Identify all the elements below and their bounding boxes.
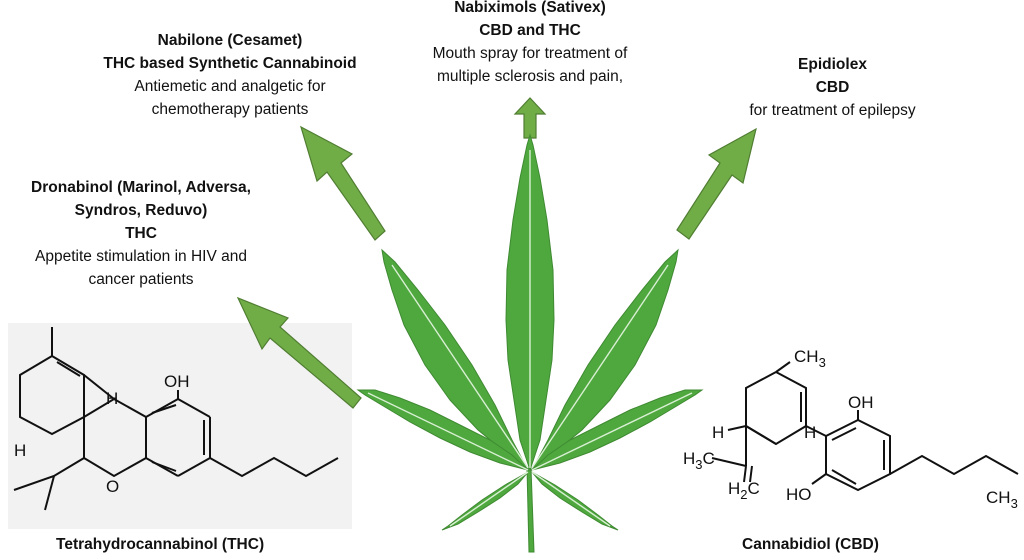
thc-caption: Tetrahydrocannabinol (THC) [56,536,265,553]
cannabis-leaf [356,133,704,553]
arrow-to-dronabinol [236,296,362,409]
nabiximols-use-2: multiple sclerosis and pain, [436,68,624,85]
nabilone-type: THC based Synthetic Cannabinoid [103,55,357,72]
dronabinol-use-1: Appetite stimulation in HIV and [35,248,247,265]
epidiolex-use-1: for treatment of epilepsy [749,102,916,119]
dronabinol-block: Dronabinol (Marinol, Adversa, Syndros, R… [0,176,282,291]
epidiolex-block: Epidiolex CBD for treatment of epilepsy [700,53,965,122]
epidiolex-name: Epidiolex [798,56,867,73]
epidiolex-type: CBD [815,79,850,96]
cbd-h-right: H [804,423,816,442]
dronabinol-name-1: Dronabinol (Marinol, Adversa, [31,179,251,196]
cbd-h3c-label: H3C [683,449,715,472]
leaf-veins [367,150,693,527]
arrow-to-nabilone [300,125,386,241]
thc-h-upper: H [106,389,118,408]
leaf-stem [526,467,535,553]
thc-h-lower: H [14,441,26,460]
thc-o-label: O [106,477,119,496]
cbd-ch3-tail: CH3 [986,488,1018,511]
cbd-h2c-label: H2C [728,479,760,502]
thc-structure [13,327,339,511]
cbd-oh-lower: HO [786,485,812,504]
arrow-to-nabiximols [513,97,547,139]
cbd-caption: Cannabidiol (CBD) [742,536,879,553]
cbd-oh-upper: OH [848,393,874,412]
arrows [236,97,757,409]
nabilone-use-2: chemotherapy patients [151,101,309,118]
nabiximols-type: CBD and THC [479,22,581,39]
cbd-h-left: H [712,423,724,442]
nabilone-use-1: Antiemetic and analgetic for [134,78,326,95]
nabiximols-name: Nabiximols (Sativex) [454,0,606,16]
cbd-ch3-top: CH3 [794,347,826,370]
arrow-to-epidiolex [676,127,757,240]
dronabinol-use-2: cancer patients [88,271,194,288]
thc-oh-label: OH [164,372,190,391]
dronabinol-type: THC [125,225,157,242]
cbd-structure [711,361,1019,492]
nabiximols-use-1: Mouth spray for treatment of [432,45,628,62]
nabilone-block: Nabilone (Cesamet) THC based Synthetic C… [60,29,400,121]
dronabinol-name-2: Syndros, Reduvo) [74,202,208,219]
nabilone-name: Nabilone (Cesamet) [157,32,303,49]
nabiximols-block: Nabiximols (Sativex) CBD and THC Mouth s… [380,0,680,88]
